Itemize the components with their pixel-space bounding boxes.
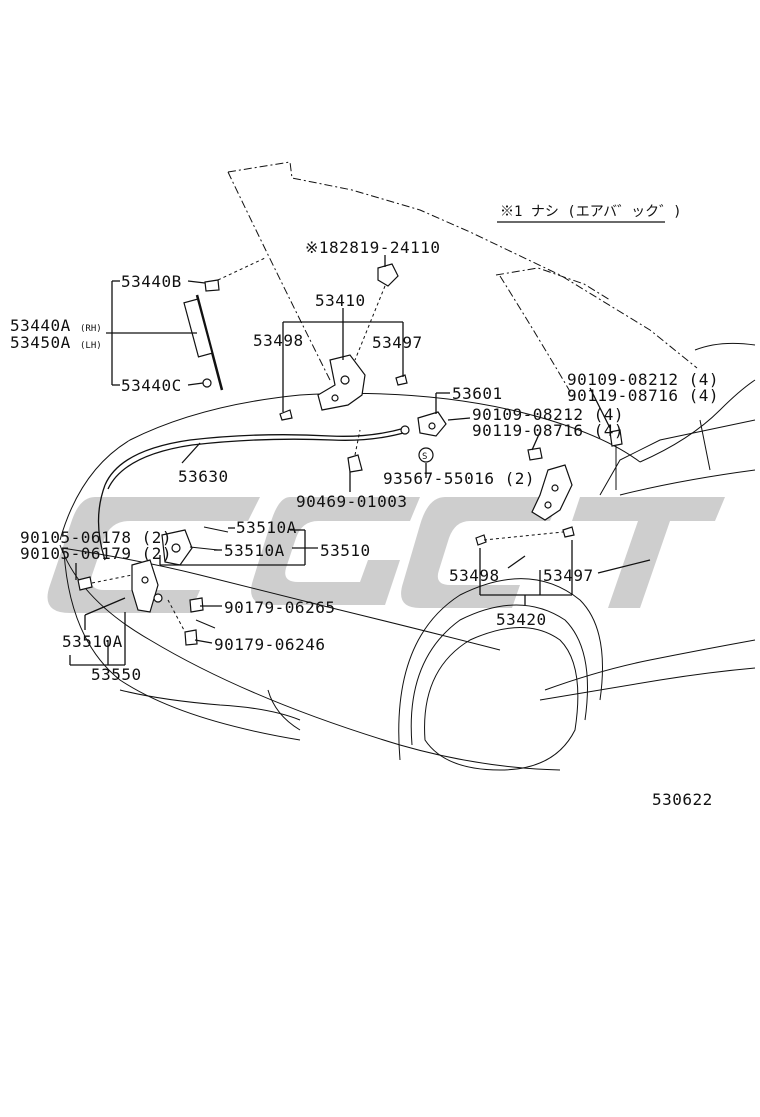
label-90179-06265: 90179-06265 — [224, 598, 335, 617]
label-90119-mid: 90119-08716 (4) — [472, 421, 624, 440]
label-53497-top: 53497 — [372, 333, 423, 352]
lever-53601: S — [347, 411, 447, 473]
label-90119-top: 90119-08716 (4) — [567, 386, 719, 405]
label-53510: 53510 — [320, 541, 371, 560]
label-53440B: 53440B — [121, 272, 182, 291]
label-53450A: 53450A — [10, 333, 71, 352]
label-182819-24110: ※182819-24110 — [305, 238, 441, 257]
label-90105-06178: 90105-06178 (2) — [20, 528, 172, 547]
label-90109-mid: 90109-08212 (4) — [472, 405, 624, 424]
hood-lift-support — [183, 257, 266, 391]
latch-53510 — [77, 526, 229, 646]
label-90105-06179: 90105-06179 (2) — [20, 544, 172, 563]
label-53498-bottom: 53498 — [449, 566, 500, 585]
label-53550: 53550 — [91, 665, 142, 684]
label-90469-01003: 90469-01003 — [296, 492, 407, 511]
hinge-53420 — [475, 429, 623, 546]
svg-text:S: S — [422, 452, 427, 462]
label-53440C: 53440C — [121, 376, 182, 395]
part-labels: ※1 ナシ (エアバ゛ック゛) ※182819-24110 53440B 534… — [10, 204, 719, 809]
label-53497-bottom: 53497 — [543, 566, 594, 585]
label-53440A: 53440A — [10, 316, 71, 335]
label-53420: 53420 — [496, 610, 547, 629]
release-cable — [97, 425, 410, 561]
label-90179-06246: 90179-06246 — [214, 635, 325, 654]
label-53630: 53630 — [178, 467, 229, 486]
label-53601: 53601 — [452, 384, 503, 403]
label-53498-top: 53498 — [253, 331, 304, 350]
label-53510A-upper: 53510A — [236, 518, 297, 537]
label-53410: 53410 — [315, 291, 366, 310]
label-90109-top: 90109-08212 (4) — [567, 370, 719, 389]
label-93567-55016: 93567-55016 (2) — [383, 469, 535, 488]
car-body — [59, 342, 756, 771]
watermark-logo — [47, 497, 725, 613]
leader-lines — [69, 221, 665, 666]
label-53510A-lower: 53510A — [62, 632, 123, 651]
hood-outline — [227, 161, 698, 401]
label-53450A-lh: (LH) — [80, 341, 102, 351]
hood-lock-53410 — [279, 263, 408, 421]
label-53440A-rh: (RH) — [80, 324, 102, 334]
note-text: ※1 ナシ (エアバ゛ック゛) — [500, 204, 682, 220]
label-53510A-middle: 53510A — [224, 541, 285, 560]
diagram-code: 530622 — [652, 790, 713, 809]
